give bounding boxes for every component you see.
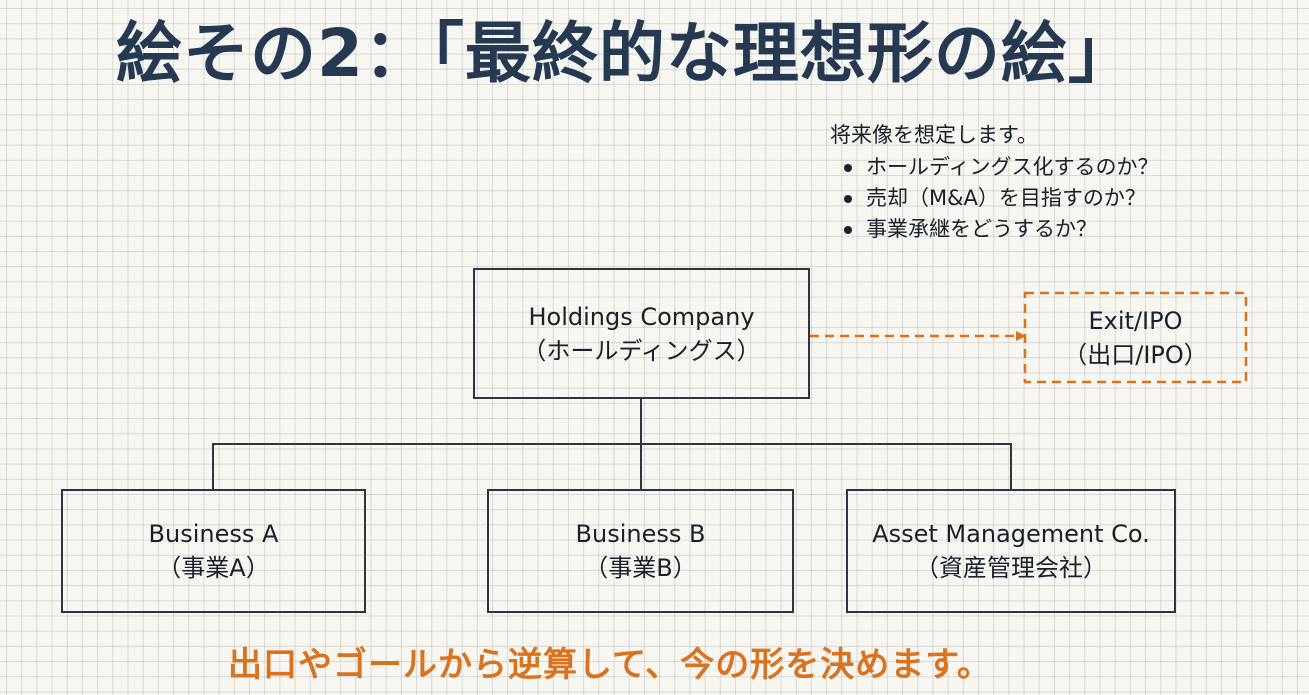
holdings-label-en: Holdings Company	[528, 302, 755, 331]
business-b-label-en: Business B	[575, 520, 706, 548]
arrow-head-icon	[1016, 331, 1026, 341]
bullet-text: ホールディングス化するのか？	[866, 155, 1159, 179]
bullet-icon	[844, 163, 852, 172]
notes-bullet-list: ホールディングス化するのか？ 売却（M&A）を目指すのか？ 事業承継をどうするか…	[830, 152, 1159, 245]
asset-management-label-ja: （資産管理会社）	[915, 554, 1107, 582]
business-b-label-ja: （事業B）	[584, 554, 697, 582]
conclusion-text: 出口やゴールから逆算して、今の形を決めます。	[228, 645, 992, 685]
notes-intro: 将来像を想定します。	[830, 123, 1038, 147]
page-title: 絵その2：「最終的な理想形の絵」	[116, 15, 1135, 92]
business-a-label-en: Business A	[148, 520, 279, 548]
exit-box-border	[1023, 291, 1248, 384]
list-item: 事業承継をどうするか？	[844, 214, 1159, 245]
business-a-label-ja: （事業A）	[157, 554, 270, 582]
exit-label-en: Exit/IPO	[1088, 306, 1183, 335]
bullet-text: 事業承継をどうするか？	[866, 217, 1097, 241]
list-item: ホールディングス化するのか？	[844, 152, 1159, 183]
business-a-box: Business A （事業A）	[61, 489, 366, 613]
holdings-label-ja: （ホールディングス）	[522, 336, 761, 365]
future-vision-notes: 将来像を想定します。 ホールディングス化するのか？ 売却（M&A）を目指すのか？…	[830, 120, 1159, 245]
business-b-box: Business B （事業B）	[487, 489, 794, 613]
asset-management-box: Asset Management Co. （資産管理会社）	[846, 489, 1176, 613]
list-item: 売却（M&A）を目指すのか？	[844, 183, 1159, 214]
exit-label-ja: （出口/IPO）	[1063, 340, 1208, 369]
bullet-text: 売却（M&A）を目指すのか？	[866, 186, 1146, 210]
exit-ipo-box: Exit/IPO （出口/IPO）	[1025, 293, 1246, 382]
holdings-company-box: Holdings Company （ホールディングス）	[473, 268, 810, 399]
bullet-icon	[844, 225, 852, 234]
asset-management-label-en: Asset Management Co.	[872, 520, 1150, 548]
bullet-icon	[844, 194, 852, 203]
